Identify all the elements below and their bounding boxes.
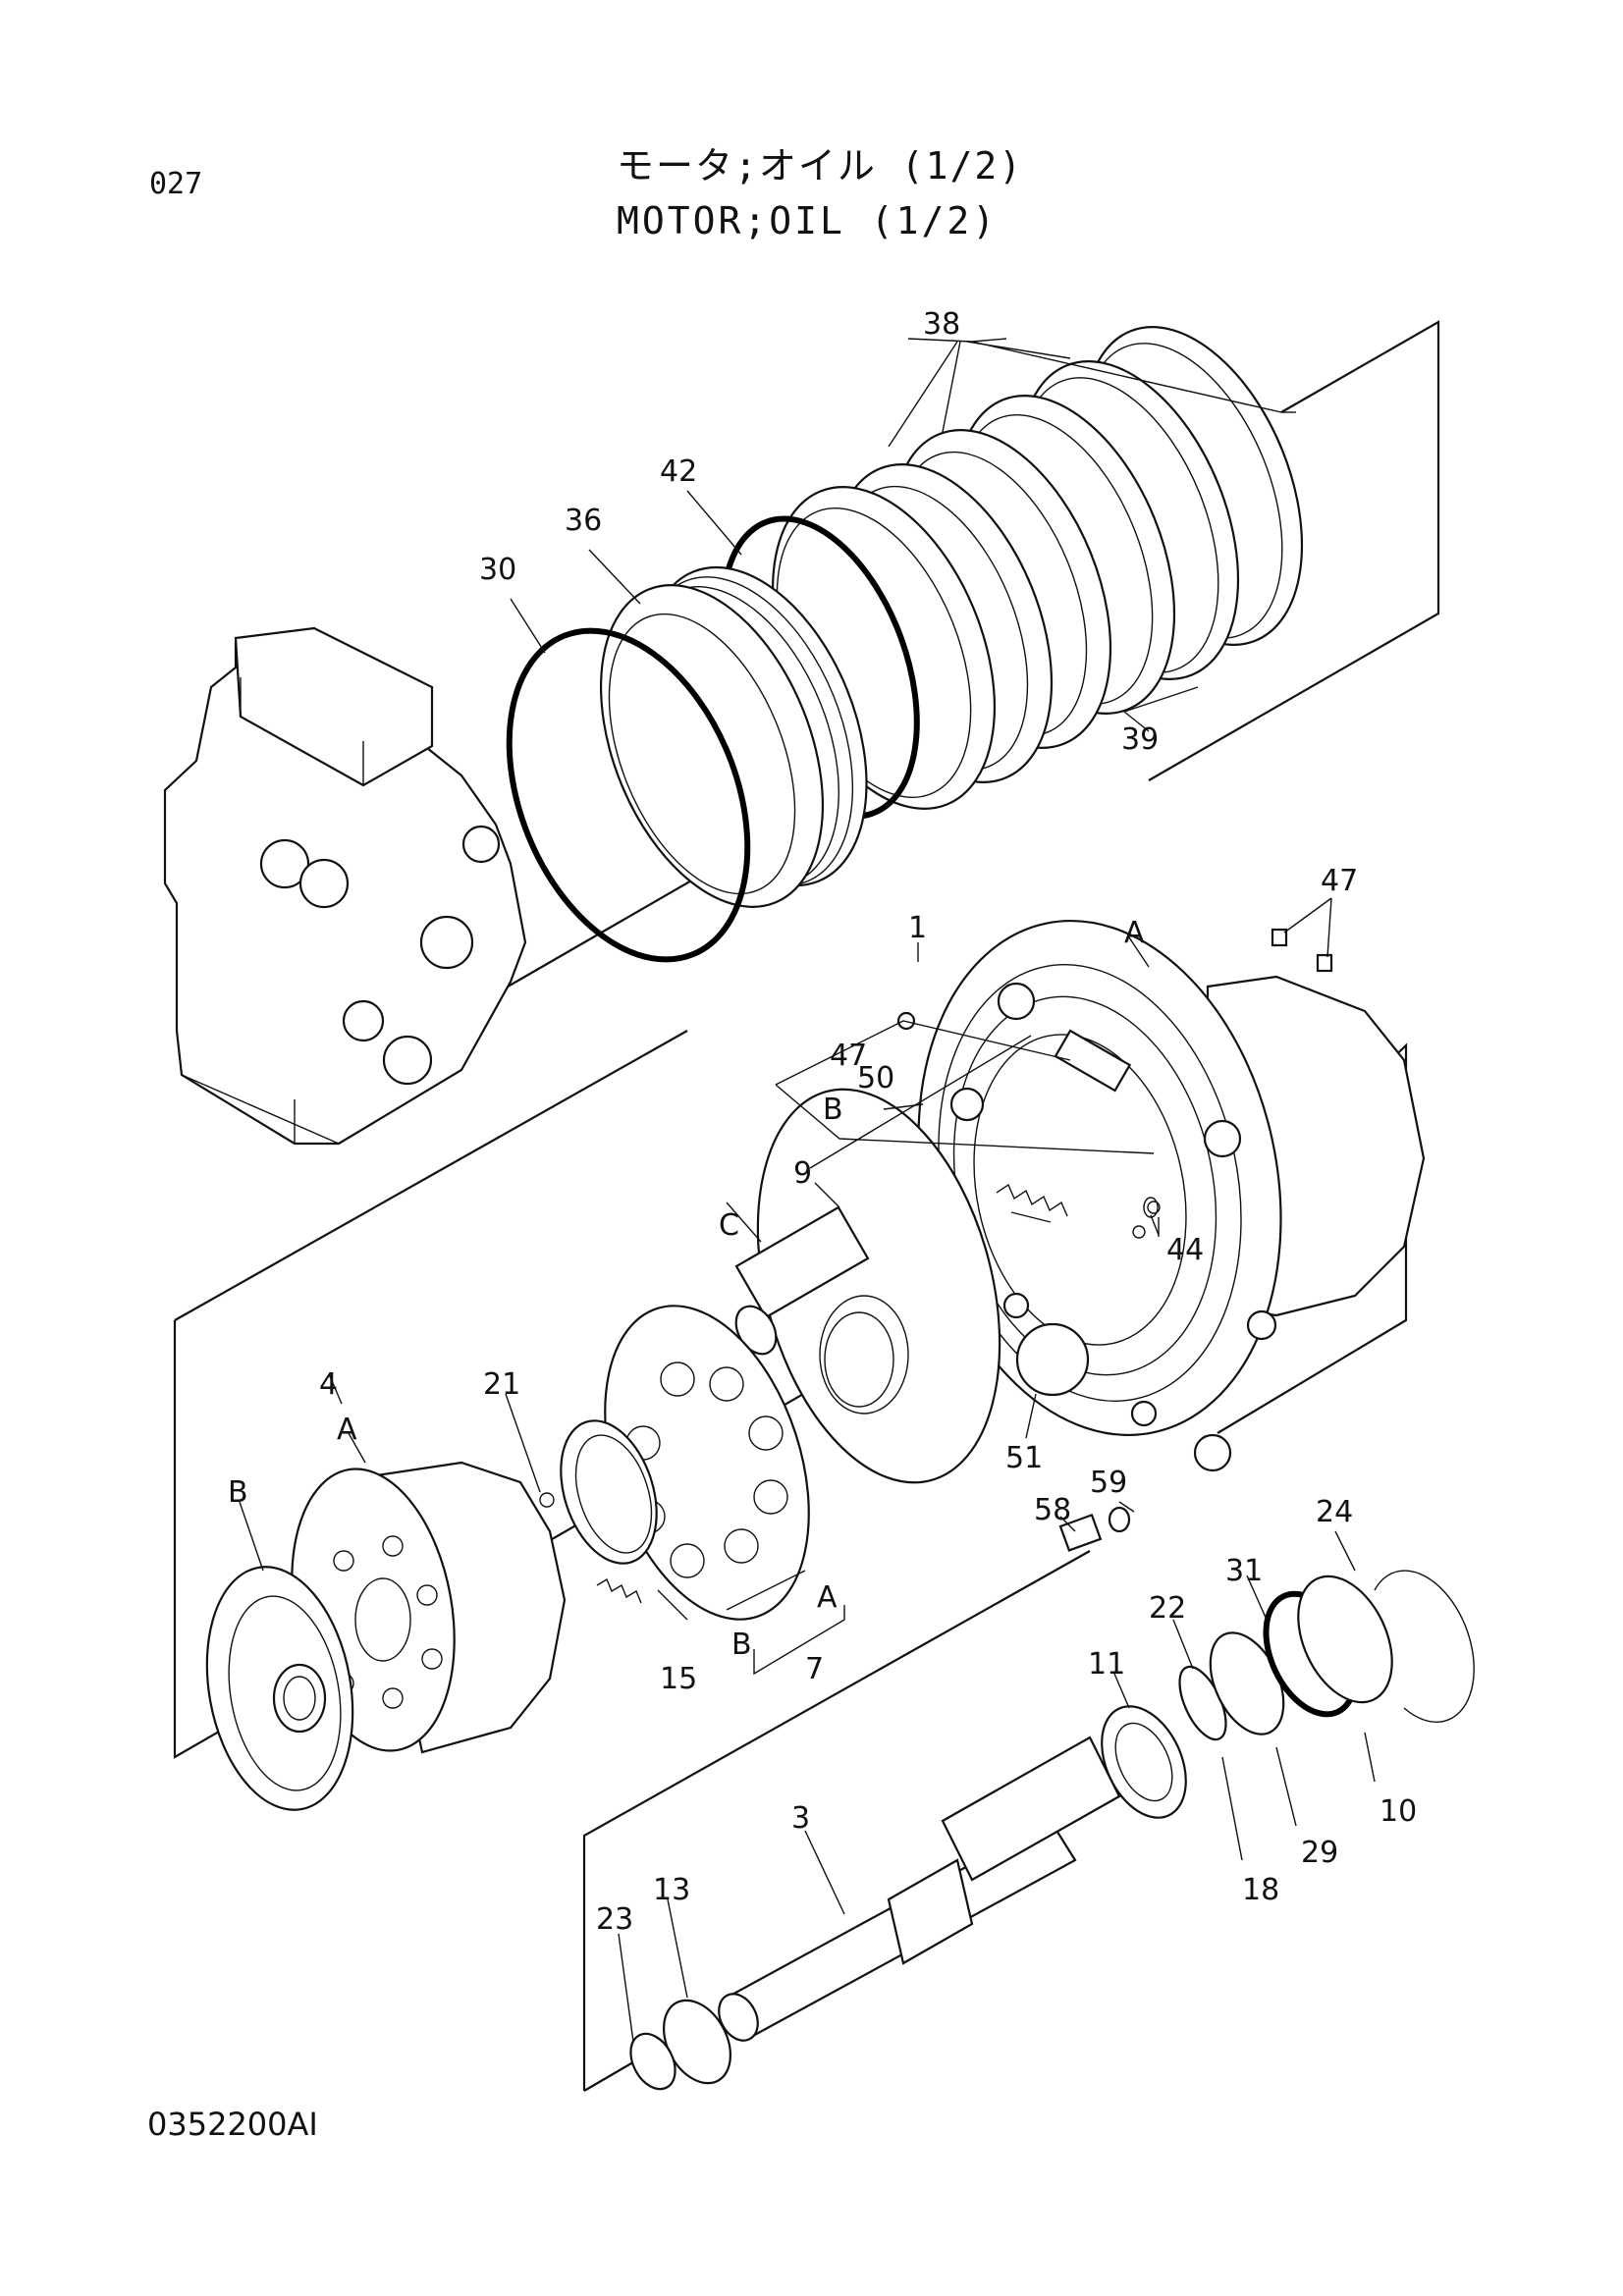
label-58: 58	[1034, 1493, 1071, 1527]
small-parts-50-51-58-59	[996, 1183, 1131, 1552]
ring-set-38-39	[771, 326, 1304, 810]
swash-plate-7	[539, 1305, 810, 1621]
o-ring-59	[1108, 1506, 1131, 1533]
label-c: C	[719, 1208, 739, 1243]
spool-c	[734, 1205, 870, 1319]
o-ring-30	[506, 627, 751, 963]
label-30: 30	[479, 553, 516, 587]
label-a-swash: A	[817, 1580, 838, 1615]
label-3: 3	[791, 1801, 810, 1836]
page-number: 027	[149, 167, 203, 201]
label-15: 15	[660, 1662, 697, 1696]
ball-21	[539, 1492, 555, 1508]
label-7: 7	[805, 1652, 824, 1686]
label-23: 23	[596, 1902, 633, 1937]
output-shaft-3	[629, 1570, 1475, 2091]
label-39: 39	[1121, 722, 1159, 757]
leader-lines	[239, 338, 1376, 2043]
label-b-swash: B	[731, 1628, 752, 1662]
cylinder-block-4	[291, 1461, 567, 1754]
seal-retainer-10	[1297, 1575, 1393, 1704]
valve-block-casting	[163, 626, 527, 1146]
label-29: 29	[1301, 1836, 1338, 1870]
callout-labels: 38 42 36 30 39 47 1 A 47 50 B 9 C 44 4 A…	[228, 307, 1417, 1937]
retaining-ring-24	[1374, 1570, 1475, 1723]
label-47-top: 47	[1321, 864, 1358, 898]
valve-plate-9	[734, 1088, 1001, 1484]
spring-50	[996, 1183, 1068, 1217]
retainer-plate-b	[205, 1566, 354, 1811]
label-a-housing: A	[1124, 916, 1145, 950]
piston-36	[599, 565, 868, 908]
title-japanese: モータ;オイル (1/2)	[617, 144, 1024, 187]
label-1: 1	[908, 911, 927, 945]
label-22: 22	[1149, 1591, 1186, 1626]
label-36: 36	[565, 504, 602, 538]
ball-51	[1015, 1322, 1090, 1397]
label-50: 50	[857, 1061, 894, 1095]
label-9: 9	[793, 1156, 812, 1191]
snap-ring-23	[629, 2032, 676, 2091]
plug-58	[1058, 1513, 1103, 1552]
label-b-block: B	[228, 1475, 248, 1510]
label-11: 11	[1088, 1647, 1125, 1682]
label-44: 44	[1166, 1233, 1204, 1267]
label-13: 13	[653, 1873, 690, 1907]
spring-15	[596, 1577, 642, 1604]
label-b-housing: B	[823, 1093, 843, 1127]
label-42: 42	[660, 454, 697, 489]
label-10: 10	[1380, 1794, 1417, 1829]
label-4: 4	[319, 1367, 338, 1402]
label-47-left: 47	[830, 1039, 867, 1073]
label-51: 51	[1005, 1441, 1043, 1475]
label-18: 18	[1242, 1873, 1279, 1907]
drawing-code: 0352200AI	[147, 2106, 318, 2143]
label-24: 24	[1316, 1495, 1353, 1529]
title-english: MOTOR;OIL (1/2)	[617, 199, 999, 242]
bearing-11	[1101, 1705, 1187, 1819]
label-31: 31	[1225, 1554, 1263, 1588]
label-a-block: A	[337, 1413, 357, 1447]
label-38: 38	[923, 307, 960, 342]
label-59: 59	[1090, 1466, 1127, 1500]
label-21: 21	[483, 1367, 520, 1402]
